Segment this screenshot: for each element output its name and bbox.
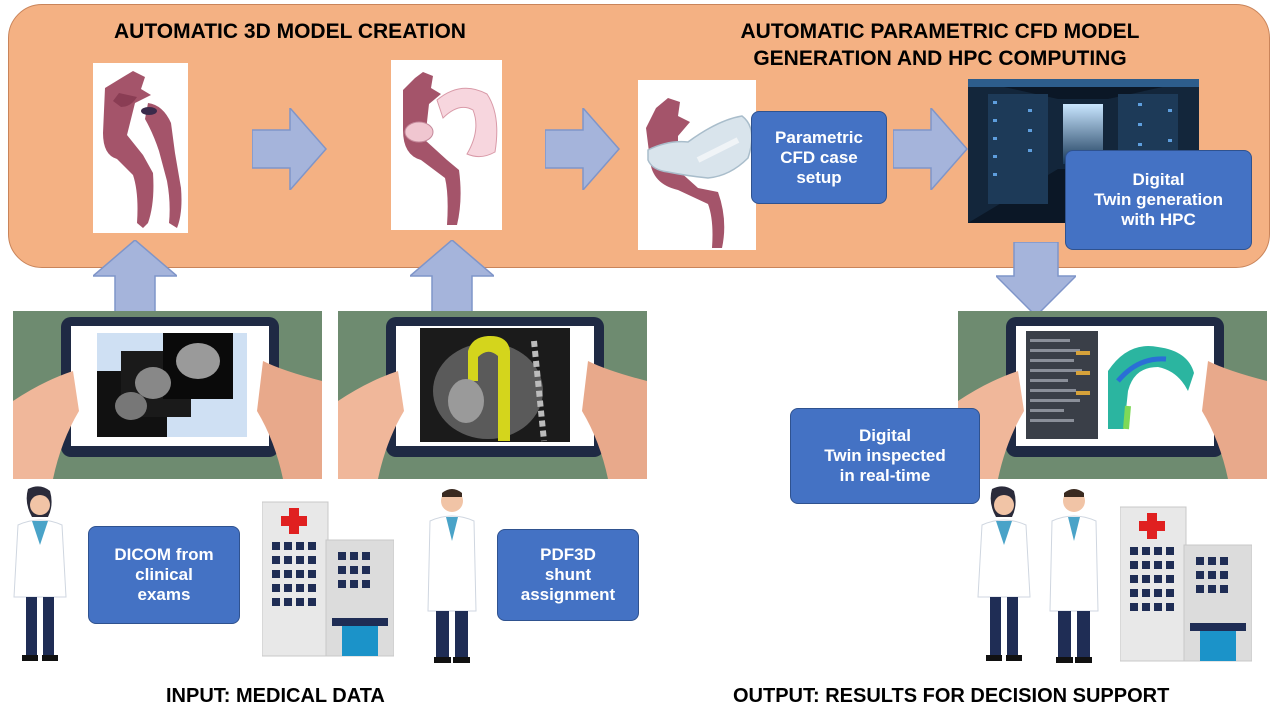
doctor-female-left [8, 485, 72, 672]
input-footer: INPUT: MEDICAL DATA [166, 685, 385, 707]
aorta-cfd-graphic [646, 98, 753, 248]
arrow-up-2 [407, 239, 497, 317]
arrow-right-1 [251, 106, 327, 195]
arrow-right-3 [892, 106, 968, 195]
aorta-shunt-model-image [391, 60, 502, 230]
doctor-male-right [1046, 485, 1102, 672]
output-footer: OUTPUT: RESULTS FOR DECISION SUPPORT [733, 685, 1170, 707]
aorta-cfd-model-image [638, 80, 756, 250]
hospital-building-left [261, 500, 395, 663]
tablet-dicom-graphic [13, 317, 322, 479]
tablet-dicom [13, 311, 322, 479]
model-creation-heading: AUTOMATIC 3D MODEL CREATION [114, 20, 466, 43]
doctor-female-right [972, 485, 1036, 672]
cfd-heading: AUTOMATIC PARAMETRIC CFD MODEL GENERATIO… [740, 20, 1140, 70]
arrow-right-2 [544, 106, 620, 195]
twin-inspected-box: Digital Twin inspected in real-time [790, 408, 980, 504]
aorta-model-image [93, 63, 188, 233]
arrow-up-1 [90, 239, 180, 317]
dicom-box: DICOM from clinical exams [88, 526, 240, 624]
hospital-building-right [1119, 505, 1253, 668]
twin-hpc-box: Digital Twin generation with HPC [1065, 150, 1252, 250]
arrow-down [994, 241, 1078, 321]
pdf3d-box: PDF3D shunt assignment [497, 529, 639, 621]
aorta-shunt-graphic [403, 72, 498, 225]
tablet-ct-graphic [338, 317, 647, 479]
tablet-ct-scan [338, 311, 647, 479]
cfd-setup-box: Parametric CFD case setup [751, 111, 887, 204]
tablet-results-graphic [958, 317, 1267, 479]
doctor-male-center [424, 485, 480, 672]
tablet-results [958, 311, 1267, 479]
aorta-model-graphic [103, 71, 182, 228]
